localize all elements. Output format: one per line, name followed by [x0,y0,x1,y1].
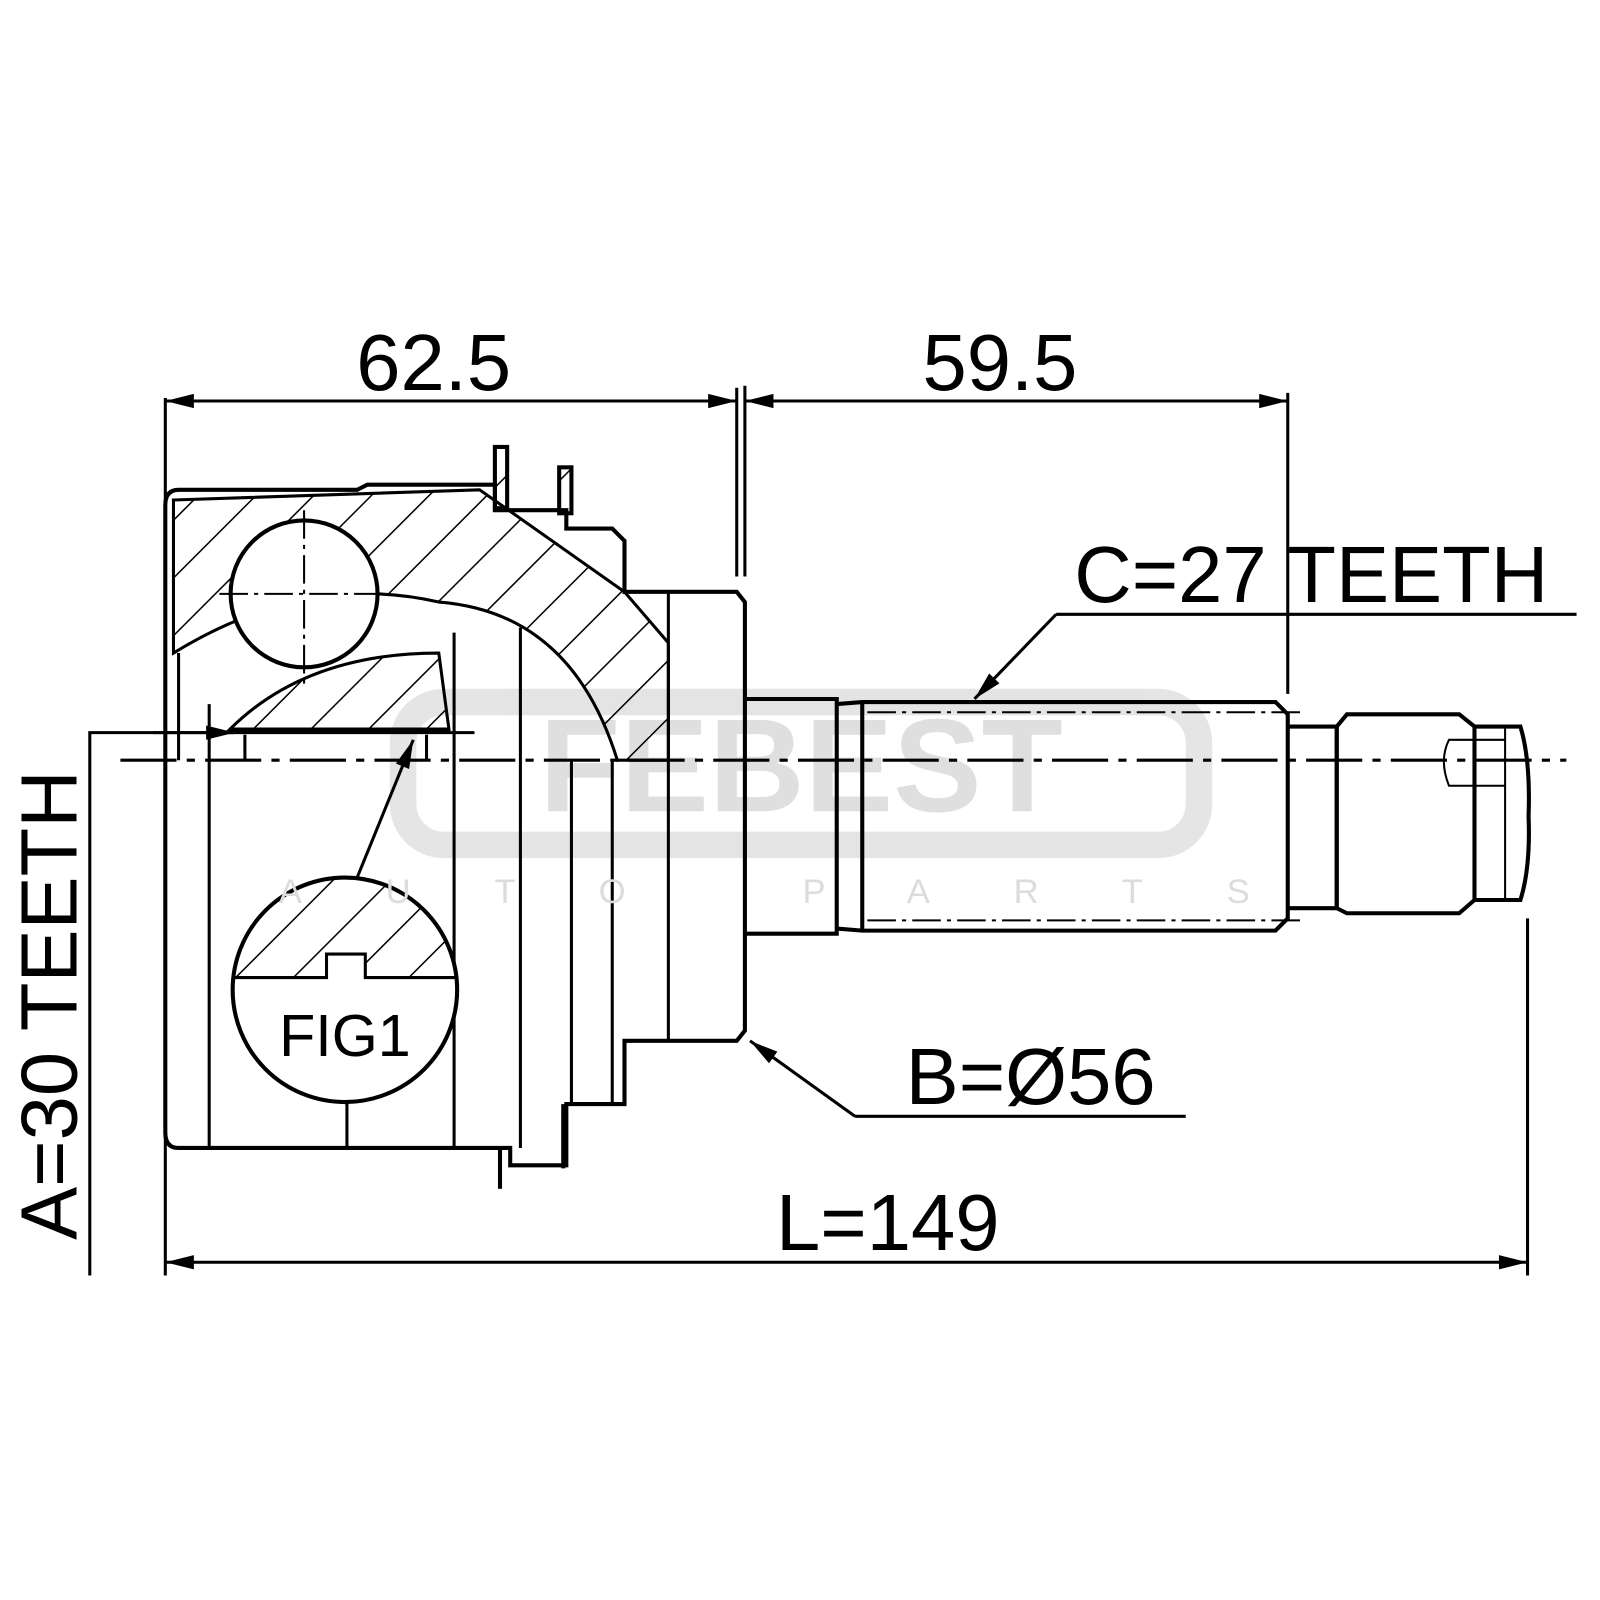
fig1-label: FIG1 [279,1002,411,1069]
watermark-tagline: AUTO PARTS [279,873,1334,911]
dim-top-right: 59.5 [923,318,1078,407]
dim-length: L=149 [776,1178,1000,1267]
dim-b-diameter: B=Ø56 [906,1032,1156,1121]
watermark: FEBEST [389,688,1213,859]
dimension-lines [88,385,1577,1276]
dim-top-left: 62.5 [356,318,511,407]
fig1-detail: FIG1 [230,739,460,1105]
dim-a-teeth: A=30 TEETH [5,770,94,1240]
dim-c-teeth: C=27 TEETH [1074,530,1548,619]
